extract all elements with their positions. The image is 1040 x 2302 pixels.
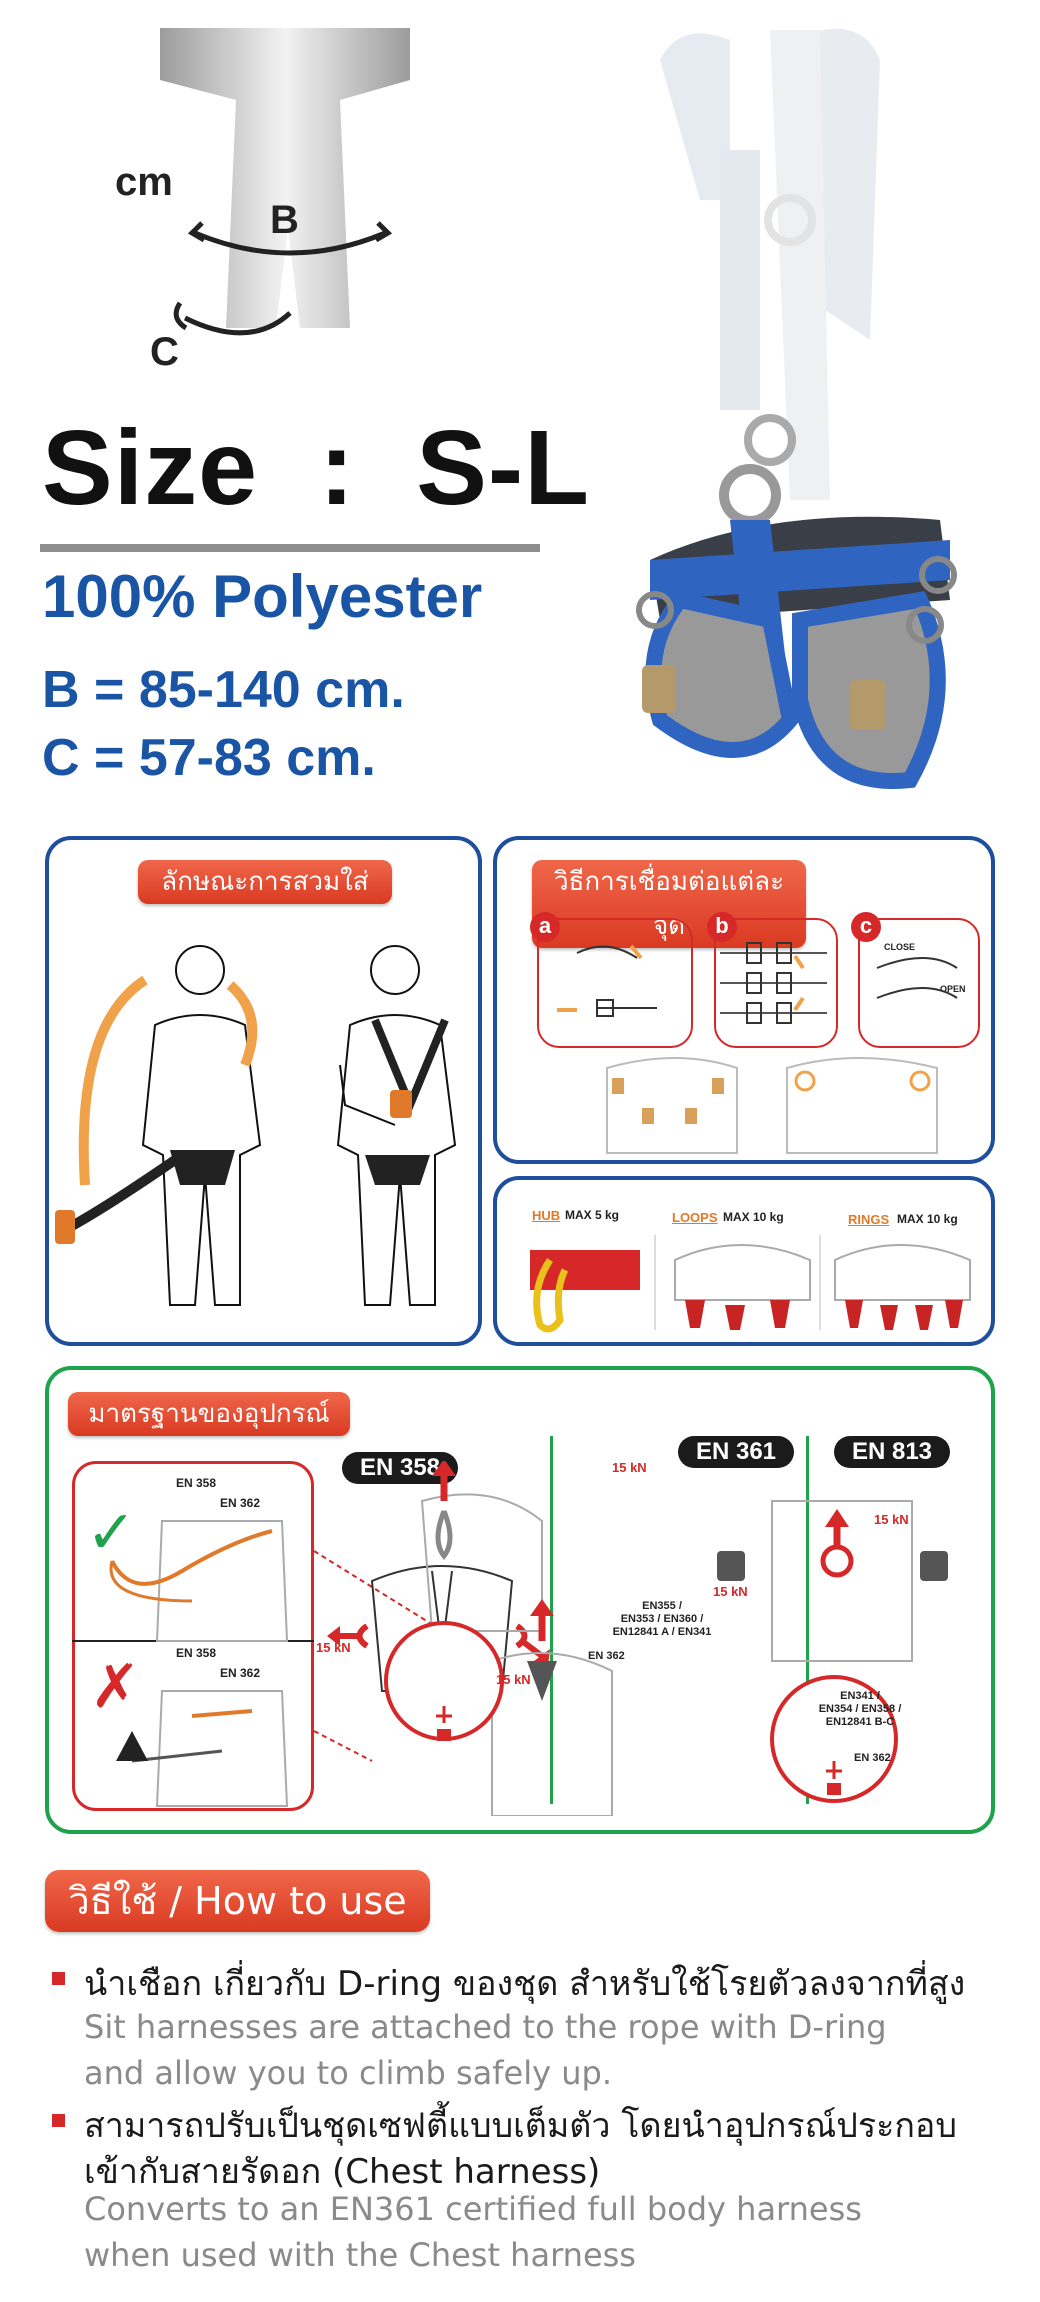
how-to-item-1-th: นำเชือก เกี่ยวกับ D-ring ของชุด สำหรับใช… xyxy=(84,1964,966,2004)
circle-361-en362: EN 362 xyxy=(588,1650,625,1662)
how-to-item-2-en1: Converts to an EN361 certified full body… xyxy=(84,2190,862,2228)
loops-max: MAX 10 kg xyxy=(723,1210,784,1224)
hub-max: MAX 5 kg xyxy=(565,1208,620,1222)
material-label: 100% Polyester xyxy=(42,563,483,630)
standards-illustration xyxy=(72,1459,992,1817)
en813-badge: EN 813 xyxy=(834,1436,950,1468)
rings-label: RINGS xyxy=(848,1212,890,1227)
loops-label: LOOPS xyxy=(672,1210,718,1225)
check-icon: ✓ xyxy=(86,1498,137,1568)
how-to-use-title: วิธีใช้ / How to use xyxy=(45,1870,430,1932)
size-title: Size : S-L xyxy=(42,409,590,527)
divider-left xyxy=(550,1436,553,1804)
how-to-item-1-en2: and allow you to climb safely up. xyxy=(84,2054,612,2092)
cm-label: cm xyxy=(115,160,173,204)
rings-max: MAX 10 kg xyxy=(897,1212,958,1226)
divider xyxy=(40,544,540,552)
step-b-box xyxy=(714,918,838,1048)
how-to-item-2-th1: สามารถปรับเป็นชุดเซฟตี้แบบเต็มตัว โดยนำอ… xyxy=(84,2106,957,2146)
step-a-icon: a xyxy=(530,912,560,942)
loads-illustrations xyxy=(520,1230,980,1338)
wearing-title: ลักษณะการสวมใส่ xyxy=(138,860,392,904)
measure-c: C = 57-83 cm. xyxy=(42,729,376,787)
how-to-item-2-th2: เข้ากับสายรัดอก (Chest harness) xyxy=(84,2152,601,2192)
close-label: CLOSE xyxy=(884,942,916,952)
bullet-1 xyxy=(52,1972,65,1985)
step-c-icon: c xyxy=(851,912,881,942)
size-diagram xyxy=(140,28,430,348)
bullet-2 xyxy=(52,2114,65,2127)
how-to-item-2-en2: when used with the Chest harness xyxy=(84,2236,636,2274)
en361-badge: EN 361 xyxy=(678,1436,794,1468)
bad-en362-label: EN 362 xyxy=(220,1666,261,1680)
c-label: C xyxy=(150,330,179,374)
good-bad-box xyxy=(72,1461,314,1811)
good-en362-label: EN 362 xyxy=(220,1496,261,1510)
step-c-box xyxy=(858,918,980,1048)
good-en358-label: EN 358 xyxy=(176,1476,217,1490)
measure-b: B = 85-140 cm. xyxy=(42,661,405,719)
force-361-chest-label: 15 kN xyxy=(713,1584,748,1599)
bad-en358-label: EN 358 xyxy=(176,1646,217,1660)
circle-813-text: EN341 / EN354 / EN358 / EN12841 B-C xyxy=(818,1690,902,1728)
how-to-item-1-en1: Sit harnesses are attached to the rope w… xyxy=(84,2008,887,2046)
circle-813-en362: EN 362 xyxy=(854,1752,891,1764)
step-b-icon: b xyxy=(707,912,737,942)
standards-title: มาตรฐานของอุปกรณ์ xyxy=(68,1392,350,1436)
connecting-illustrations xyxy=(537,918,977,1158)
wearing-illustration xyxy=(52,915,475,1335)
harness-product-image xyxy=(620,0,960,810)
open-label: OPEN xyxy=(940,984,966,994)
cross-icon: ✗ xyxy=(90,1652,141,1722)
force-361-top-label: 15 kN xyxy=(612,1460,647,1475)
force-813-label: 15 kN xyxy=(874,1512,909,1527)
force-left-label: 15 kN xyxy=(316,1640,351,1655)
en358-badge: EN 358 xyxy=(342,1452,458,1484)
force-right-label: 15 kN xyxy=(496,1672,531,1687)
step-a-box xyxy=(537,918,693,1048)
divider-right xyxy=(806,1436,809,1804)
circle-361-text: EN355 / EN353 / EN360 / EN12841 A / EN34… xyxy=(612,1600,712,1638)
b-label: B xyxy=(270,198,299,242)
hub-label: HUB xyxy=(532,1208,561,1223)
